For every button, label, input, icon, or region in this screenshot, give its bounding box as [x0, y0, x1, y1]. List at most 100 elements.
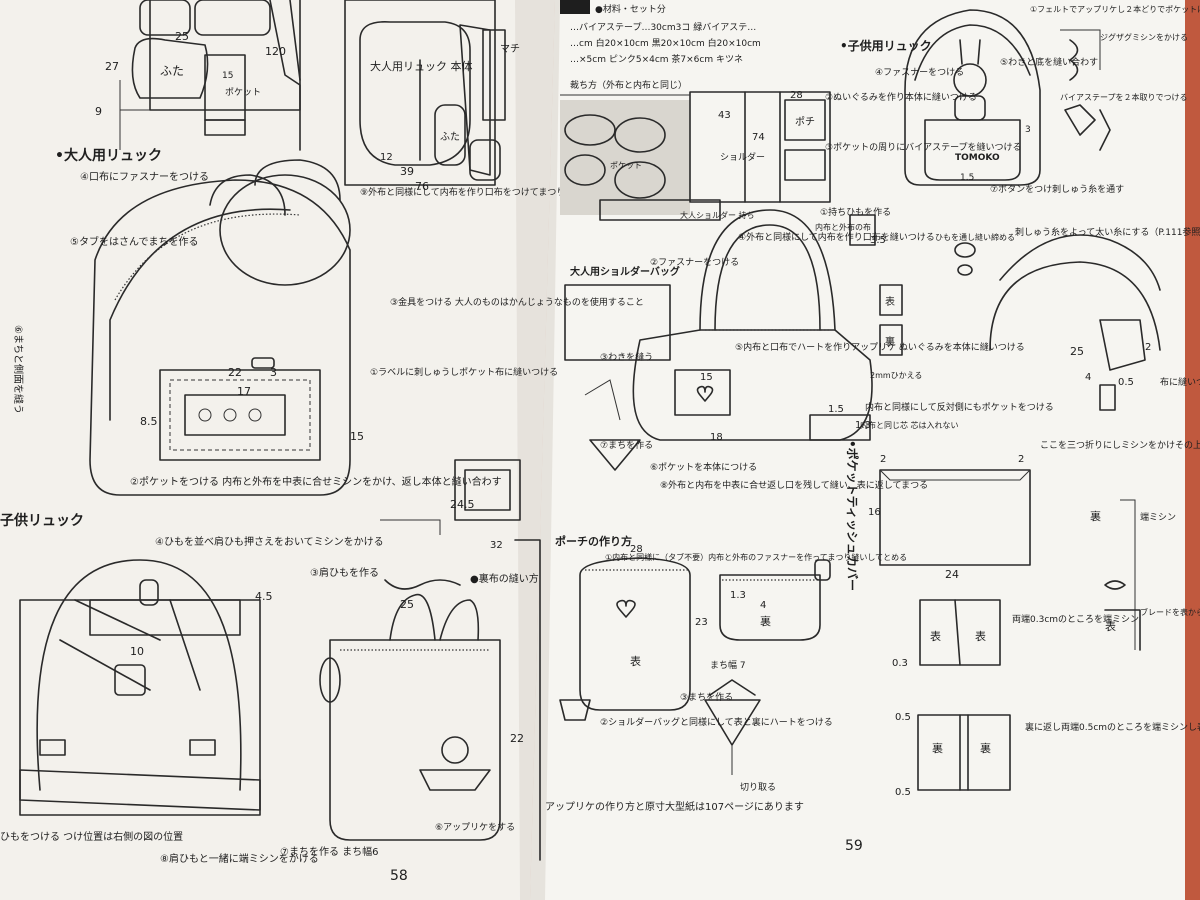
tissue-omote-1: 表: [930, 629, 941, 643]
dim-15b: 15: [350, 430, 364, 443]
title-adult-backpack: •大人用リュック: [55, 147, 162, 164]
child-bottom-note: ひもをつける つけ位置は右側の図の位置: [0, 830, 183, 843]
title-adult-shoulder-bag: 大人用ショルダーバッグ: [570, 265, 680, 278]
tissue-omote-2: 表: [975, 629, 986, 643]
label-adult-body: 大人用リュック 本体: [370, 59, 473, 73]
dim-28: 28: [790, 90, 803, 101]
shoulder-interface: 内布と同じ芯 芯は入れない: [860, 420, 959, 430]
dim-39: 39: [400, 165, 414, 178]
zigzag-note: ジグザグミシンをかける: [1100, 32, 1188, 42]
materials-line-3: …×5cm ピンク5×4cm 茶7×6cm キツネ: [570, 53, 743, 65]
adult-step-2: ②ポケットをつける 内布と外布を中表に合せミシンをかけ、返し本体と縫い合わす: [130, 475, 502, 488]
dim-27: 27: [105, 60, 119, 73]
pouch-illustration: [559, 557, 831, 775]
left-cut-layout: 25 27 9 120 15 ふた ポケット: [95, 0, 301, 151]
label-pocket-2: ポケット: [610, 161, 642, 170]
shoulder-step-8: ⑧外布と内布を中表に合せ返し口を残して縫い、表に返してまつる: [660, 479, 928, 491]
dim-2c: 2: [1145, 342, 1151, 353]
child-backpack-illustration: [19, 559, 261, 816]
dim-8-5: 8.5: [140, 415, 158, 428]
child-right-step-4: ④ファスナーをつける: [875, 67, 964, 78]
dim-76: 76: [415, 180, 429, 193]
shoulder-uchinuno: 内布と外布の布: [815, 222, 871, 232]
adult-backpack-illustration: [89, 159, 351, 496]
adult-step-9: ⑨外布と同様にして内布を作り口布をつけてまつり縫いつける: [360, 186, 610, 198]
label-machi: マチ: [500, 43, 520, 55]
label-pochi: ポチ: [795, 116, 815, 128]
materials-header: ●材料・セット分: [595, 3, 666, 15]
shoulder-inside-note: 内布と同様にして反対側にもポケットをつける: [865, 401, 1054, 413]
dim-24: 24: [945, 568, 959, 581]
child-step-7: ⑦まちを作る まち幅6: [280, 845, 379, 858]
dim-25b: 25: [400, 598, 414, 611]
pouch-omote: 表: [630, 654, 641, 668]
shoulder-step-3: ③わきを縫う: [600, 351, 653, 363]
tissue-note-1: ここを三つ折りにしミシンをかけその上にブレードを飾る: [1040, 439, 1200, 451]
adult-step-6: ⑥まちと側面を縫う: [12, 325, 25, 414]
dim-4c: 4: [1085, 372, 1091, 383]
dim-25: 25: [175, 30, 189, 43]
dim-2-tissue-a: 2: [880, 454, 886, 465]
dim-0-3: 0.3: [892, 658, 908, 669]
tissue-ura-2: 裏: [980, 741, 991, 755]
child-right-step-3: ③ポケットの周りにバイアステープを縫いつける: [825, 141, 1022, 153]
label-futa: ふた: [160, 64, 184, 78]
title-tissue-cover: •ポケットティッシュカバー: [845, 440, 860, 591]
adult-layout-pieces: 大人用リュック 本体 マチ ふた 39 76 12: [344, 0, 520, 193]
label-hura: ふた: [440, 131, 460, 143]
child-step-4: ④ひもを並べ肩ひも押さえをおいてミシンをかける: [155, 535, 384, 548]
left-page: [0, 0, 555, 900]
title-child-backpack-right: •子供用リュック: [840, 38, 932, 53]
dim-17: 17: [237, 385, 251, 398]
tissue-note-2: 両端0.3cmのところを端ミシン: [1012, 613, 1139, 625]
shoulder-step-2: ②ファスナーをつける: [650, 257, 739, 268]
dim-22: 22: [228, 366, 242, 379]
gutter-shadow: [515, 0, 560, 900]
embroider-note: 刺しゅう糸をよって太い糸にする（P.111参照）: [1015, 226, 1200, 238]
page-number-right: 59: [845, 838, 863, 854]
bias-note: バイアステープを２本取りでつける: [1060, 92, 1188, 102]
title-child-backpack: 子供リュック: [0, 512, 84, 529]
pouch-step-2: ②ショルダーバッグと同様にして表と裏にハートをつける: [600, 716, 833, 728]
dim-43: 43: [718, 110, 731, 121]
tissue-omote-3: 表: [1105, 619, 1116, 633]
layout-caption: 裁ち方（外布と内布と同じ）: [570, 79, 687, 91]
dim-12: 12: [380, 152, 393, 163]
child-right-step-5: ⑤わきと底を縫い合わす: [1000, 56, 1098, 68]
tissue-ura-1: 裏: [932, 741, 943, 755]
tissue-note-3: 裏に返し両端0.5cmのところを端ミシンし表に返す: [1025, 721, 1200, 733]
pouch-machi: まち幅 7: [710, 659, 746, 671]
dim-1-3-shoulder: 1.3: [855, 420, 871, 431]
dim-10: 10: [130, 645, 144, 658]
dim-25c: 25: [1070, 345, 1084, 358]
dim-4-5: 4.5: [255, 590, 273, 603]
adult-step-5: ⑤タブをはさんでまちを作る: [70, 235, 198, 248]
dim-3: 3: [270, 366, 277, 379]
cover-edge: [1185, 0, 1200, 900]
pouch-step-1: ①内布と同様に（タブ不要）内布と外布のファスナーを作ってまつり縫いしてとめる: [605, 552, 907, 562]
materials-line-2: …cm 白20×10cm 黒20×10cm 白20×10cm: [570, 37, 761, 49]
pouch-step-3: ③まちを作る: [680, 691, 733, 703]
dim-1-3: 1.3: [730, 590, 746, 601]
tissue-hashi: 端ミシン: [1140, 511, 1176, 523]
dim-0-5-a: 0.5: [895, 712, 911, 723]
adult-step-1: ①ラベルに刺しゅうしポケット布に縫いつける: [370, 366, 558, 378]
dim-120: 120: [265, 45, 286, 58]
adult-shoulder-bag-illustration: [564, 209, 903, 471]
tissue-braid: ブレードを表からミシンで縫いつける: [1140, 607, 1200, 617]
child-step-3: ③肩ひもを作る: [310, 566, 379, 579]
right-page: [530, 0, 1200, 900]
label-adult-shoulder-strap: 大人ショルダー 持ち: [680, 210, 755, 220]
materials-block: ●材料・セット分 …バイアステープ…30cm3コ 緑バイアステ… …cm 白20…: [560, 0, 761, 65]
child-step-8: ⑧肩ひもと一緒に端ミシンをかける: [160, 852, 319, 865]
dim-3-5: 3.5: [870, 235, 886, 246]
dim-18: 18: [710, 432, 723, 443]
dim-1-5: 1.5: [960, 173, 974, 183]
shoulder-step-7: ⑦まちを作る: [600, 439, 653, 451]
child-backpack-right-illustration: [904, 9, 1111, 186]
dim-0-5c: 0.5: [1118, 377, 1134, 388]
dim-15: 15: [222, 71, 233, 81]
dim-0-5-b: 0.5: [895, 787, 911, 798]
child-right-step-2: ②ぬいぐるみを作り本体に縫いつける: [825, 91, 977, 103]
